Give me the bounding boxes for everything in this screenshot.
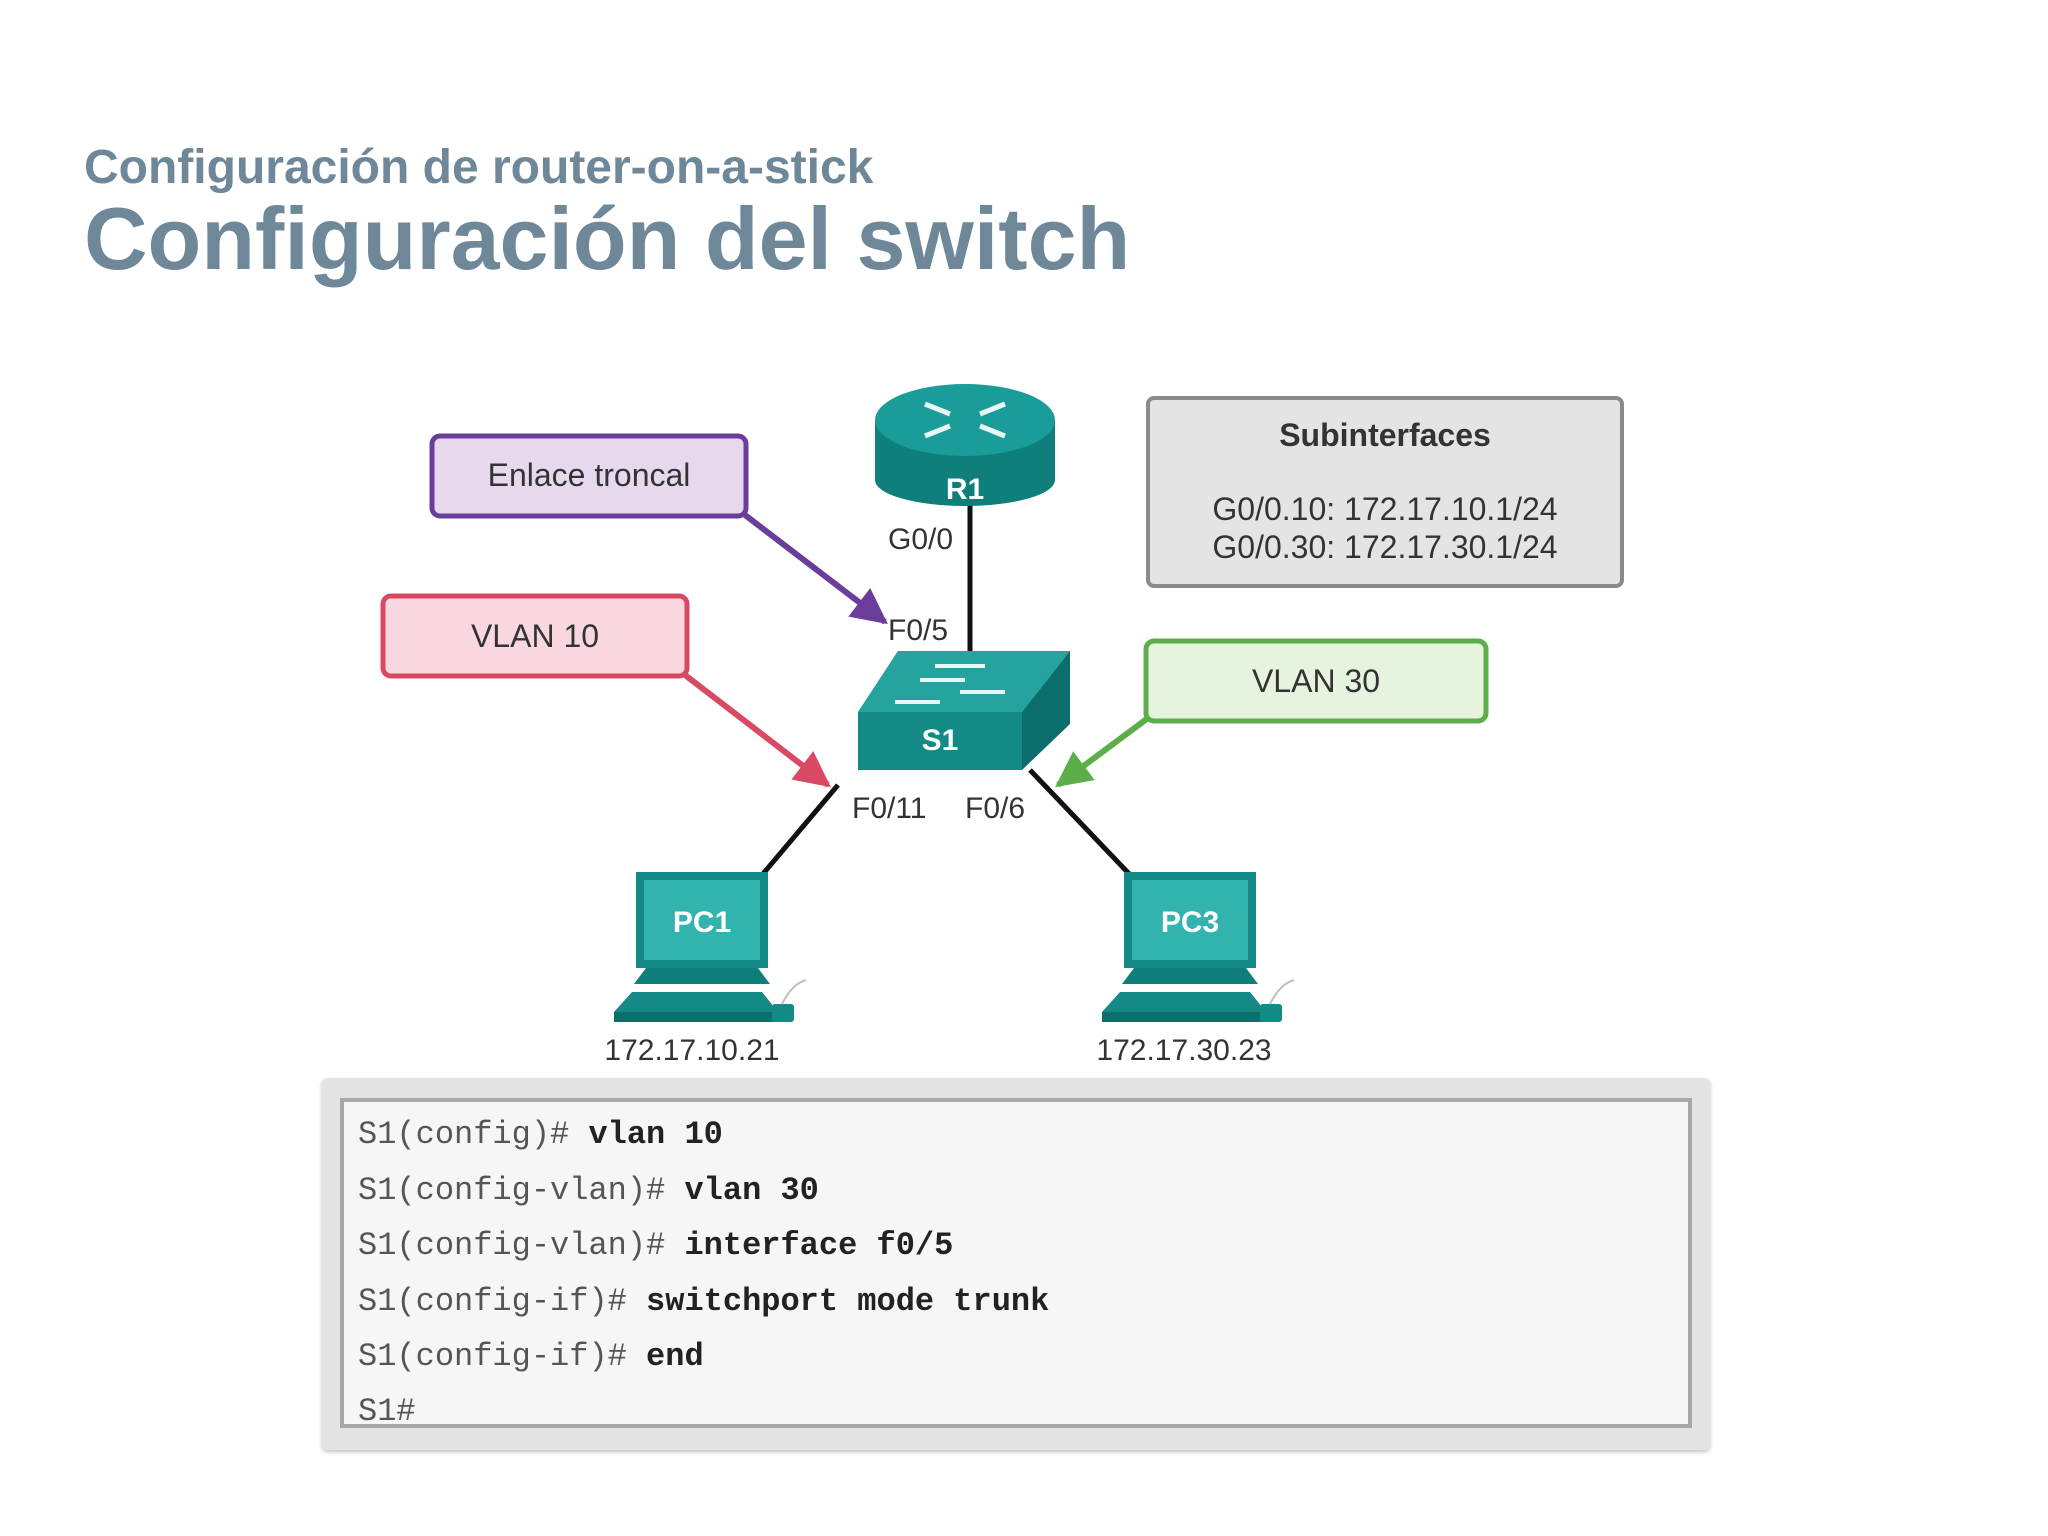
pc3-label: PC3 (1161, 906, 1219, 939)
cli-prompt: S1(config-vlan)# (358, 1172, 685, 1209)
callout-trunk-box (429, 433, 749, 519)
arrow-vlan30 (1055, 715, 1150, 788)
switch-s1: S1 (858, 651, 1070, 770)
cli-command: vlan 10 (588, 1116, 723, 1153)
link-s1-pc1 (760, 783, 840, 877)
arrow-trunk (743, 512, 888, 625)
callout-vlan30-label: VLAN 30 (1252, 663, 1380, 699)
subinterface-line-1: G0/0.10: 172.17.10.1/24 (1212, 491, 1557, 527)
cli-console: S1(config)# vlan 10 S1(config-vlan)# vla… (340, 1098, 1692, 1430)
arrow-vlan10 (683, 672, 831, 788)
cli-command: switchport mode trunk (646, 1283, 1050, 1320)
pc1-mouse (772, 1004, 794, 1022)
cli-prompt: S1(config-if)# (358, 1338, 647, 1375)
callout-vlan30-box (1143, 638, 1489, 724)
callout-vlan10-label: VLAN 10 (471, 618, 599, 654)
router-top (875, 384, 1055, 456)
pc1-label: PC1 (673, 906, 731, 939)
cli-line: S1(config-vlan)# interface f0/5 (358, 1227, 953, 1264)
callout-trunk-label: Enlace troncal (488, 457, 691, 493)
cli-line: S1(config-if)# switchport mode trunk (358, 1283, 1049, 1320)
subinterfaces-box (1146, 396, 1624, 588)
slide-subtitle: Configuración de router-on-a-stick (84, 141, 874, 194)
subinterfaces-heading: Subinterfaces (1279, 417, 1491, 453)
cli-prompt: S1(config)# (358, 1116, 589, 1153)
cli-panel: S1(config)# vlan 10 S1(config-vlan)# vla… (322, 1078, 1710, 1450)
port-f06: F0/6 (965, 792, 1025, 825)
pc1-address: 172.17.10.21 (604, 1034, 779, 1067)
pc-pc3: PC3 (1102, 872, 1295, 1022)
port-f05: F0/5 (888, 614, 948, 647)
router-r1: R1 (875, 384, 1055, 506)
router-label: R1 (946, 473, 984, 506)
pc3-mouse (1260, 1004, 1282, 1022)
link-s1-pc3 (1028, 768, 1137, 882)
cli-line: S1(config)# vlan 10 (358, 1116, 723, 1153)
cli-line: S1(config-if)# end (358, 1338, 704, 1375)
pc3-address: 172.17.30.23 (1096, 1034, 1271, 1067)
port-g00: G0/0 (888, 523, 953, 556)
pc-pc1: PC1 (614, 872, 807, 1022)
cli-prompt: S1# (358, 1393, 416, 1430)
slide-title: Configuración del switch (84, 189, 1131, 288)
cli-prompt: S1(config-vlan)# (358, 1227, 685, 1264)
cli-command: end (646, 1338, 704, 1375)
port-f011: F0/11 (852, 792, 927, 825)
cli-line: S1(config-vlan)# vlan 30 (358, 1172, 819, 1209)
switch-icon (895, 664, 1005, 704)
cli-command: vlan 30 (684, 1172, 819, 1209)
subinterface-line-2: G0/0.30: 172.17.30.1/24 (1212, 529, 1557, 565)
cli-command: interface f0/5 (684, 1227, 954, 1264)
cli-line: S1# (358, 1393, 416, 1430)
switch-label: S1 (922, 724, 959, 757)
callout-vlan10-box (380, 593, 690, 679)
cli-prompt: S1(config-if)# (358, 1283, 647, 1320)
